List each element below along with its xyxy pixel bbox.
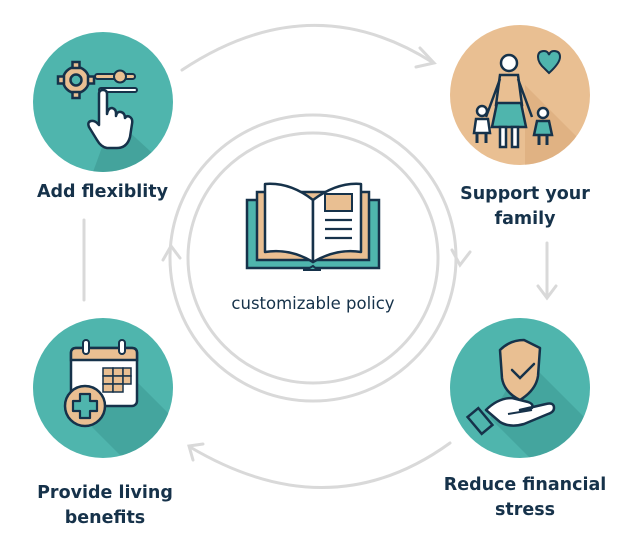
step-living-benefits-icon-circle bbox=[33, 318, 173, 458]
gear-slider-hand-icon bbox=[56, 60, 173, 172]
step-reduce-stress-icon-circle bbox=[450, 318, 590, 458]
step-support-family-icon-circle bbox=[450, 25, 590, 165]
step-add-flexibility-label: Add flexiblity bbox=[36, 182, 169, 202]
step-support-family-label: Support your family bbox=[440, 182, 610, 232]
step-add-flexibility-icon-circle bbox=[33, 32, 173, 172]
step-reduce-stress-label: Reduce financial stress bbox=[435, 473, 615, 523]
open-book-icon bbox=[245, 182, 381, 271]
step-support-family-label-line2: family bbox=[494, 209, 556, 229]
step-living-benefits-label-line2: benefits bbox=[64, 508, 146, 528]
step-support-family-label-line1: Support your bbox=[460, 184, 590, 204]
shield-hand-icon bbox=[465, 338, 590, 458]
calendar-medical-icon bbox=[63, 339, 173, 458]
step-living-benefits-label: Provide living benefits bbox=[20, 481, 190, 531]
step-reduce-stress-label-line2: stress bbox=[494, 500, 556, 520]
step-reduce-stress-label-line1: Reduce financial bbox=[443, 475, 607, 495]
center-label: customizable policy bbox=[231, 294, 395, 313]
family-heart-icon bbox=[472, 49, 590, 165]
step-living-benefits-label-line1: Provide living bbox=[37, 483, 173, 503]
